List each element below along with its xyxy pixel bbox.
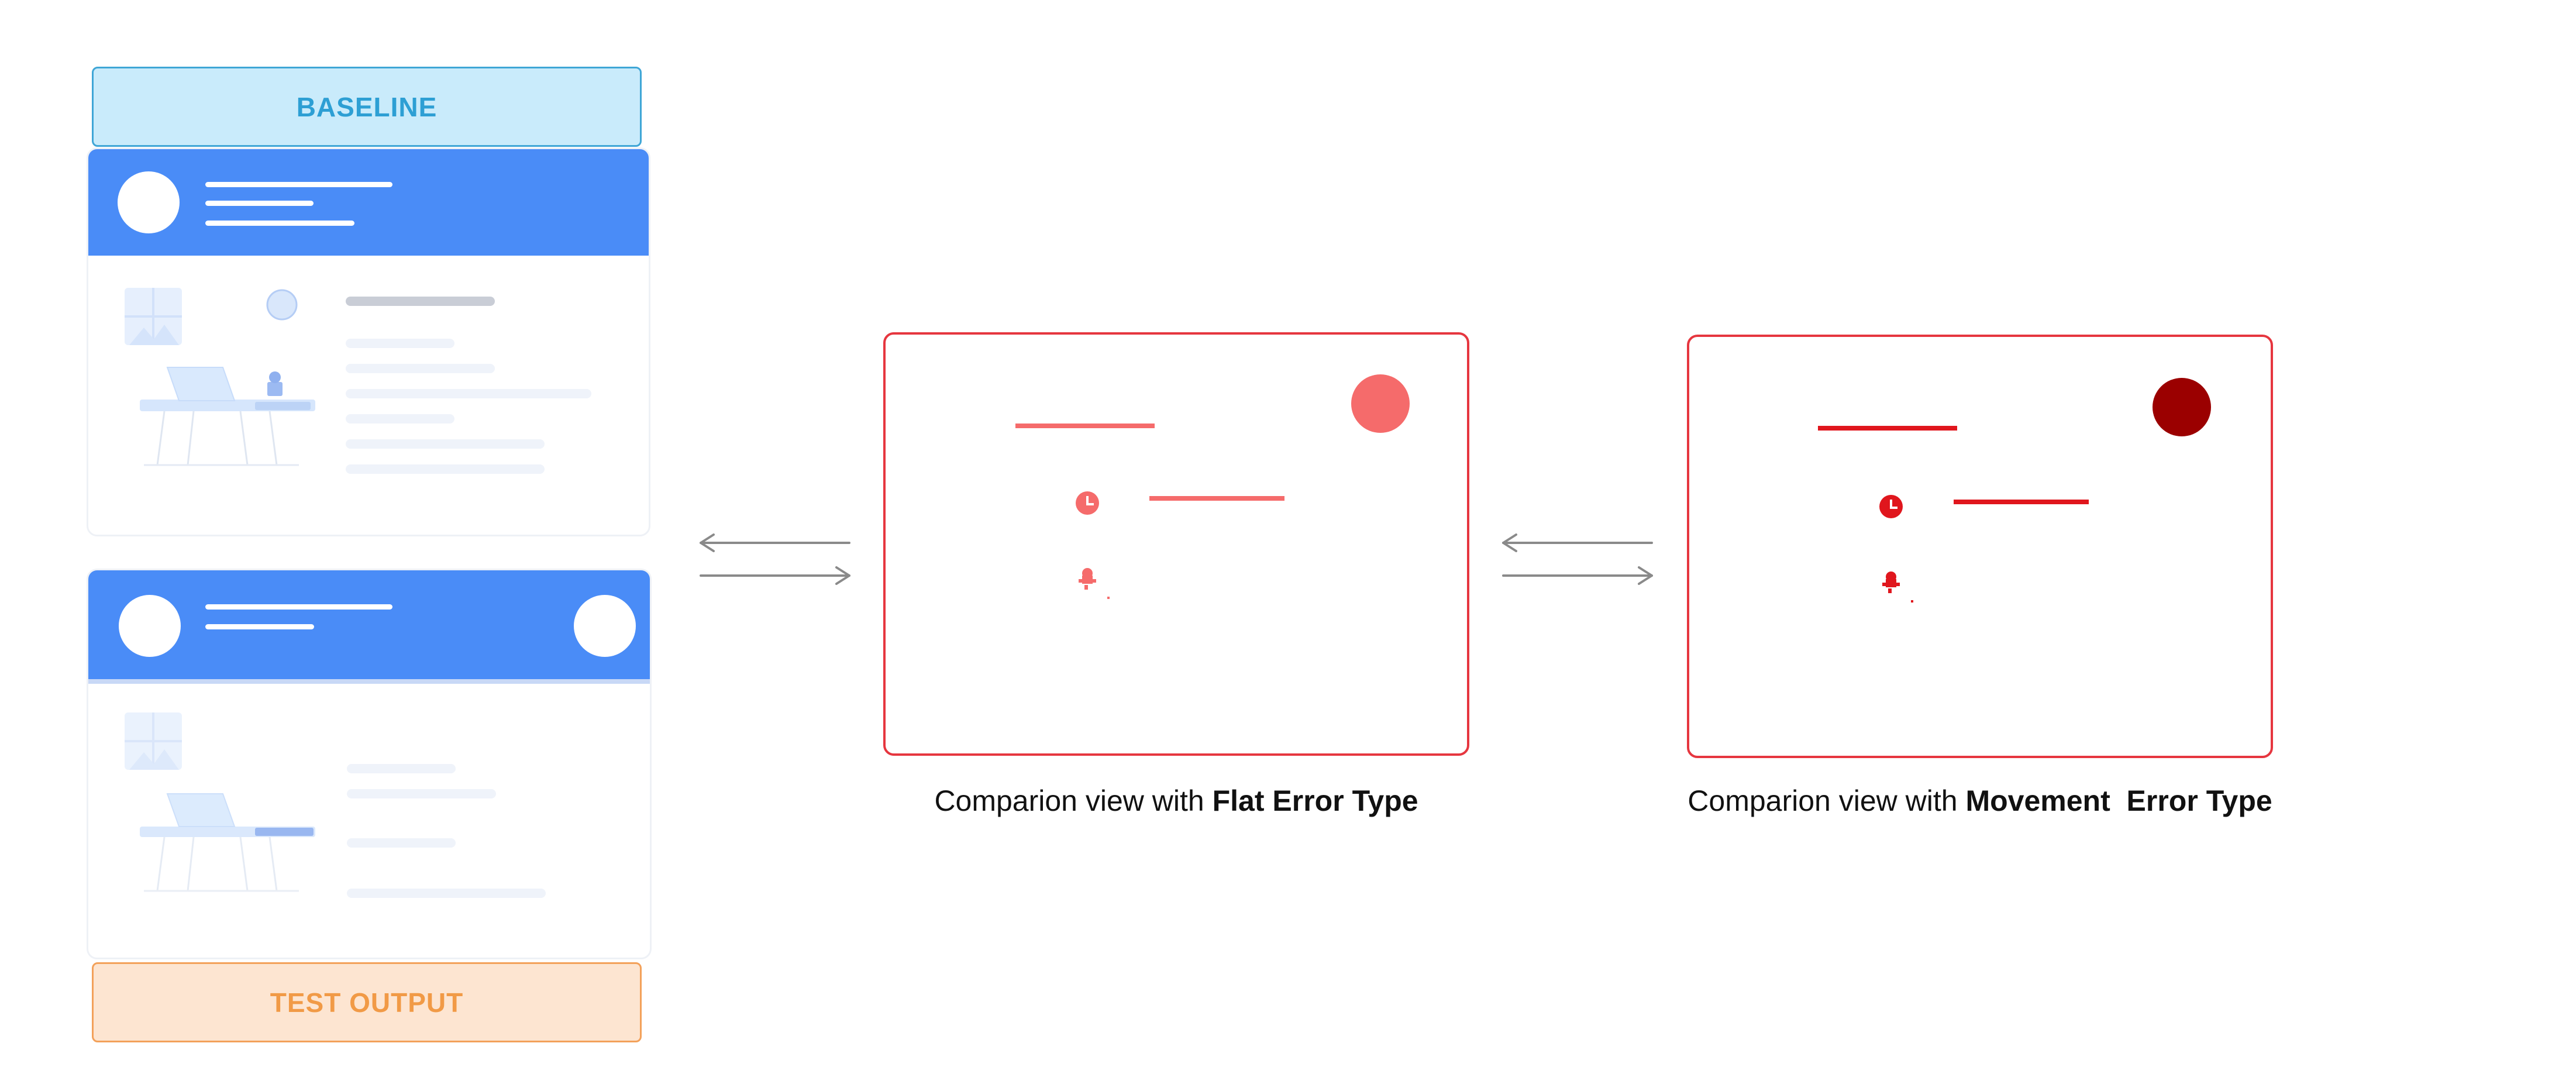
baseline-text-line-title — [346, 297, 495, 306]
clock-icon — [266, 289, 298, 321]
diff-plant-icon — [1882, 572, 1913, 603]
caption-prefix: Comparion view with — [934, 784, 1204, 817]
baseline-text-line — [346, 364, 495, 373]
baseline-text-line — [346, 389, 591, 398]
baseline-label: BASELINE — [92, 67, 642, 147]
baseline-card-header — [88, 149, 649, 256]
test-header-line-1 — [205, 604, 392, 610]
test-output-card — [87, 569, 652, 959]
baseline-text-line — [346, 464, 545, 474]
baseline-header-line-2 — [205, 201, 314, 206]
diff-plant-icon — [1079, 568, 1110, 599]
swap-arrows-2 — [1502, 533, 1653, 585]
test-output-label: TEST OUTPUT — [92, 962, 642, 1042]
caption-error-type: Movement Error Type — [1965, 784, 2272, 817]
window-icon — [125, 712, 182, 770]
test-text-line — [347, 789, 496, 798]
window-icon — [125, 288, 182, 345]
movement-error-diff — [1818, 378, 2211, 603]
baseline-card-illustration — [125, 288, 315, 466]
test-avatar-right — [574, 595, 636, 657]
baseline-text-line — [346, 414, 454, 424]
baseline-header-line-3 — [205, 221, 354, 226]
test-header-line-2 — [205, 624, 314, 629]
desk-icon — [140, 793, 315, 892]
test-card-illustration — [125, 712, 315, 892]
diff-avatar-dot — [1351, 374, 1410, 433]
test-text-line — [347, 838, 456, 848]
caption-prefix: Comparion view with — [1688, 784, 1958, 817]
movement-error-panel — [1687, 335, 2273, 758]
baseline-header-line-1 — [205, 182, 392, 187]
movement-error-caption: Comparion view with Movement Error Type — [1658, 784, 2302, 818]
baseline-card — [87, 147, 650, 536]
test-text-line — [347, 764, 456, 773]
test-avatar-left — [119, 595, 181, 657]
baseline-text-line — [346, 439, 545, 449]
flat-error-panel — [883, 332, 1469, 756]
flat-error-caption: Comparion view with Flat Error Type — [883, 784, 1469, 818]
baseline-text-line — [346, 339, 454, 348]
test-card-header — [88, 570, 650, 684]
diff-clock-icon — [1879, 495, 1903, 518]
diff-clock-icon — [1076, 491, 1099, 515]
flat-error-diff — [1015, 374, 1410, 599]
test-text-line — [347, 889, 546, 898]
swap-arrows-1 — [700, 533, 850, 585]
diff-avatar-dot — [2153, 378, 2211, 436]
baseline-avatar — [118, 171, 180, 233]
desk-icon — [140, 367, 315, 466]
caption-error-type: Flat Error Type — [1212, 784, 1418, 817]
